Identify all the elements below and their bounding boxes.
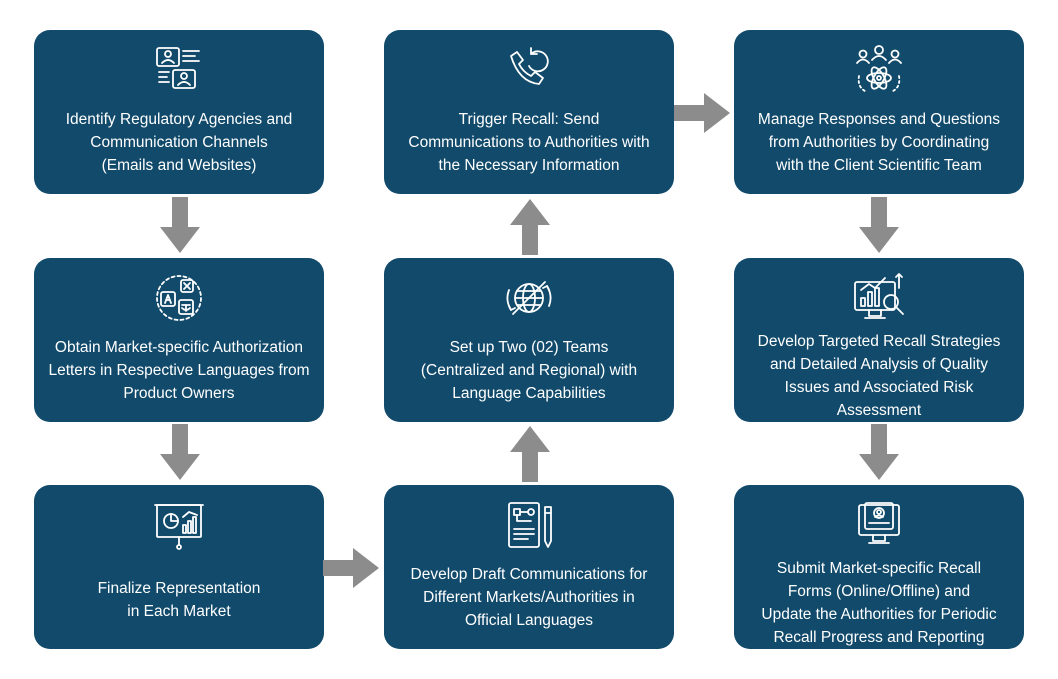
presentation-board-icon bbox=[151, 497, 207, 553]
monitor-user-icon bbox=[851, 497, 907, 553]
step-authorization-letters: Obtain Market-specific Authorization Let… bbox=[34, 258, 324, 422]
step-trigger-recall: Trigger Recall: Send Communications to A… bbox=[384, 30, 674, 194]
step-label: Develop Targeted Recall Strategies and D… bbox=[757, 333, 1001, 419]
step-label: Manage Responses and Questions from Auth… bbox=[757, 111, 1001, 174]
arrow-down bbox=[859, 197, 899, 255]
arrow-right bbox=[674, 93, 732, 133]
document-pen-icon bbox=[501, 497, 557, 553]
globe-sync-icon bbox=[501, 270, 557, 326]
step-manage-responses: Manage Responses and Questions from Auth… bbox=[734, 30, 1024, 194]
arrow-up bbox=[510, 424, 550, 482]
step-label: Trigger Recall: Send Communications to A… bbox=[408, 111, 650, 174]
step-label: Finalize Representation in Each Market bbox=[97, 580, 261, 620]
step-label: Identify Regulatory Agencies and Communi… bbox=[65, 111, 293, 174]
step-finalize-representation: Finalize Representation in Each Market bbox=[34, 485, 324, 649]
arrow-down bbox=[160, 197, 200, 255]
step-draft-communications: Develop Draft Communications for Differe… bbox=[384, 485, 674, 649]
contacts-chat-icon bbox=[151, 42, 207, 98]
step-submit-forms: Submit Market-specific Recall Forms (Onl… bbox=[734, 485, 1024, 649]
arrow-down bbox=[160, 424, 200, 482]
phone-refresh-icon bbox=[501, 42, 557, 98]
step-label: Obtain Market-specific Authorization Let… bbox=[48, 339, 310, 402]
step-label: Set up Two (02) Teams (Centralized and R… bbox=[420, 339, 638, 402]
team-network-icon bbox=[851, 42, 907, 98]
arrow-up bbox=[510, 197, 550, 255]
arrow-down bbox=[859, 424, 899, 482]
step-label: Develop Draft Communications for Differe… bbox=[410, 566, 648, 629]
step-setup-teams: Set up Two (02) Teams (Centralized and R… bbox=[384, 258, 674, 422]
step-identify-agencies: Identify Regulatory Agencies and Communi… bbox=[34, 30, 324, 194]
analytics-search-icon bbox=[851, 270, 907, 326]
arrow-right bbox=[323, 548, 381, 588]
language-translate-icon bbox=[151, 270, 207, 326]
step-recall-strategies: Develop Targeted Recall Strategies and D… bbox=[734, 258, 1024, 422]
step-label: Submit Market-specific Recall Forms (Onl… bbox=[761, 560, 997, 646]
